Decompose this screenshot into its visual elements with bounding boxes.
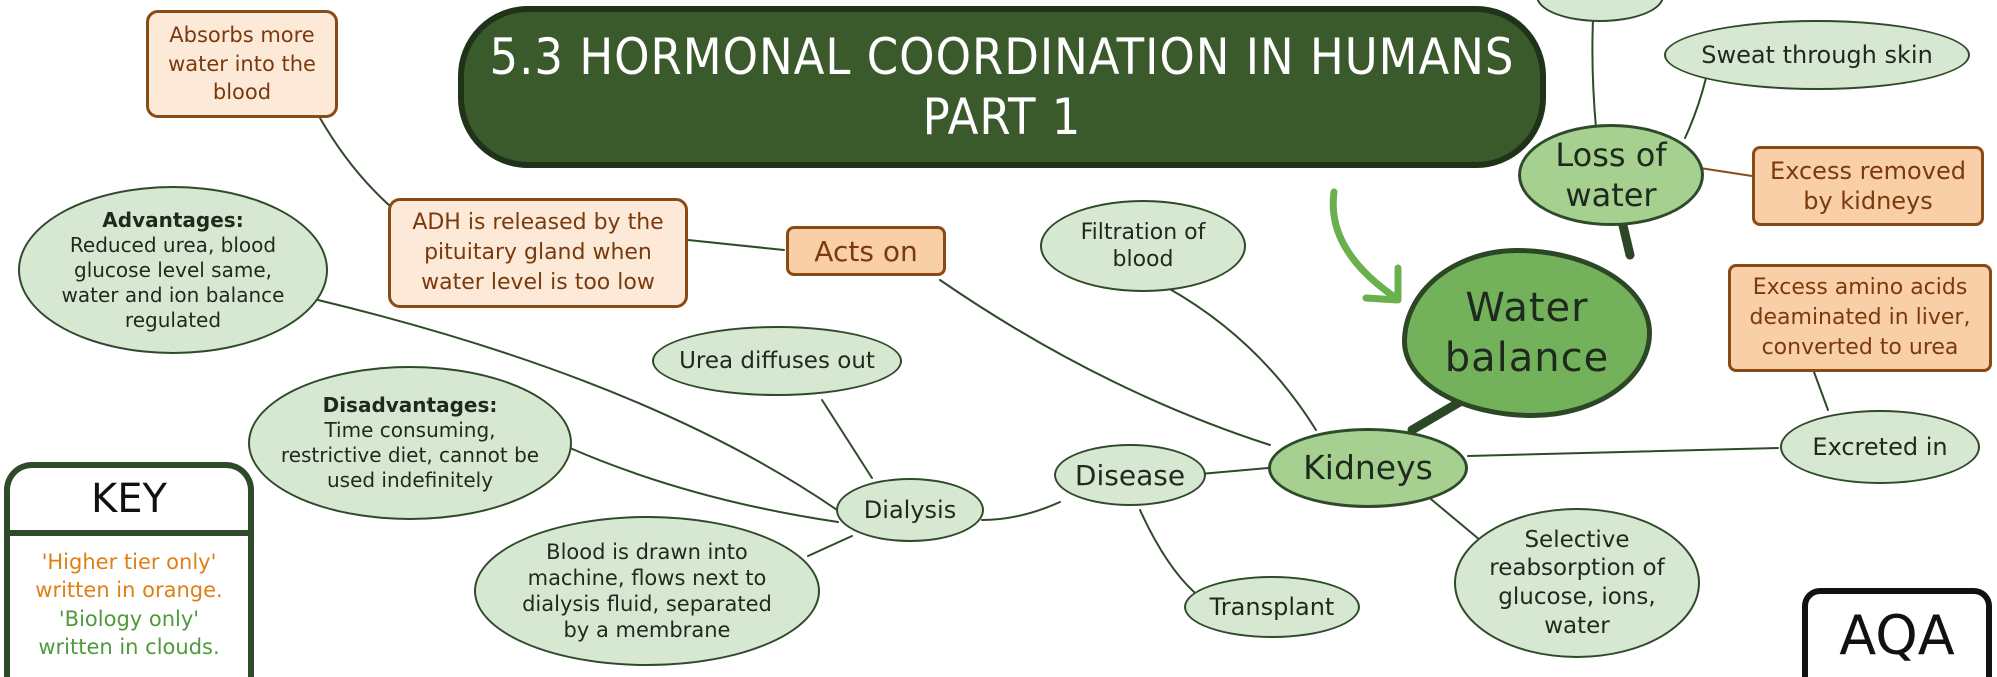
adh-box: ADH is released by the pituitary gland w… xyxy=(388,198,688,308)
key-legend: KEY 'Higher tier only' written in orange… xyxy=(4,462,254,677)
absorbs-line-1: Absorbs more xyxy=(169,23,315,48)
adh-line-3: water level is too low xyxy=(421,269,655,295)
disease-label: Disease xyxy=(1074,458,1186,492)
adh-line-1: ADH is released by the xyxy=(412,210,664,236)
selective-line-4: water xyxy=(1544,612,1610,639)
filtration-line-2: blood xyxy=(1112,247,1174,272)
loss-of-water-line-2: water xyxy=(1565,176,1657,214)
blood-drawn-cloud: Blood is drawn into machine, flows next … xyxy=(474,516,820,666)
sweat-cloud: Sweat through skin xyxy=(1664,20,1970,90)
transplant-label: Transplant xyxy=(1209,593,1335,621)
selective-reabsorption-cloud: Selective reabsorption of glucose, ions,… xyxy=(1454,508,1700,658)
water-balance-line-1: Water xyxy=(1465,285,1589,331)
water-balance-cloud: Water balance xyxy=(1402,248,1652,418)
selective-line-1: Selective xyxy=(1524,526,1630,553)
advantages-line-2: glucose level same, xyxy=(74,257,272,282)
key-green-line-2: written in clouds. xyxy=(38,635,220,660)
water-balance-line-2: balance xyxy=(1444,335,1610,381)
urea-diffuses-label: Urea diffuses out xyxy=(679,347,875,374)
absorbs-line-2: water into the xyxy=(168,51,316,76)
advantages-line-3: water and ion balance xyxy=(61,282,285,307)
loss-of-water-line-1: Loss of xyxy=(1555,136,1667,174)
urea-diffuses-cloud: Urea diffuses out xyxy=(652,326,902,396)
blood-drawn-line-2: machine, flows next to xyxy=(527,565,767,590)
blood-drawn-line-1: Blood is drawn into xyxy=(546,539,748,564)
key-green-line-1: 'Biology only' xyxy=(58,606,200,631)
filtration-line-1: Filtration of xyxy=(1080,219,1206,245)
kidneys-label: Kidneys xyxy=(1303,448,1433,488)
excess-amino-box: Excess amino acids deaminated in liver, … xyxy=(1728,264,1992,372)
title-line-2: PART 1 xyxy=(922,88,1082,146)
disadvantages-line-2: restrictive diet, cannot be xyxy=(280,443,540,467)
excess-removed-line-1: Excess removed xyxy=(1770,157,1966,185)
excess-amino-line-3: converted to urea xyxy=(1761,334,1959,360)
excreted-in-label: Excreted in xyxy=(1812,433,1948,461)
adh-line-2: pituitary gland when xyxy=(424,240,652,266)
disadvantages-line-3: used indefinitely xyxy=(326,468,494,492)
disease-cloud: Disease xyxy=(1054,444,1206,506)
page-title: 5.3 HORMONAL COORDINATION IN HUMANS PART… xyxy=(458,6,1546,168)
kidneys-cloud: Kidneys xyxy=(1268,428,1468,508)
selective-line-2: reabsorption of xyxy=(1489,555,1665,582)
selective-line-3: glucose, ions, xyxy=(1498,584,1656,610)
advantages-heading: Advantages: xyxy=(102,207,244,232)
key-orange-line-2: written in orange. xyxy=(35,578,223,603)
excreted-in-cloud: Excreted in xyxy=(1780,410,1980,484)
advantages-line-1: Reduced urea, blood xyxy=(69,232,277,257)
filtration-cloud: Filtration of blood xyxy=(1040,200,1246,292)
disadvantages-cloud: Disadvantages: Time consuming, restricti… xyxy=(248,366,572,520)
absorbs-box: Absorbs more water into the blood xyxy=(146,10,338,118)
key-title: KEY xyxy=(10,468,248,536)
key-orange-line-1: 'Higher tier only' xyxy=(41,550,217,574)
title-line-1: 5.3 HORMONAL COORDINATION IN HUMANS xyxy=(489,28,1515,86)
excess-amino-line-2: deaminated in liver, xyxy=(1749,305,1971,331)
disadvantages-line-1: Time consuming, xyxy=(324,418,496,442)
green-arrow xyxy=(1329,188,1402,304)
absorbs-line-3: blood xyxy=(212,80,272,105)
excess-amino-line-1: Excess amino acids xyxy=(1752,275,1968,301)
blood-drawn-line-4: by a membrane xyxy=(563,618,731,643)
excess-removed-box: Excess removed by kidneys xyxy=(1752,146,1984,226)
acts-on-box: Acts on xyxy=(786,226,946,276)
dialysis-label: Dialysis xyxy=(863,496,957,524)
loss-of-water-cloud: Loss of water xyxy=(1518,124,1704,226)
excess-removed-line-2: by kidneys xyxy=(1803,187,1933,215)
blood-drawn-line-3: dialysis fluid, separated xyxy=(522,592,772,616)
advantages-cloud: Advantages: Reduced urea, blood glucose … xyxy=(18,186,328,354)
disadvantages-heading: Disadvantages: xyxy=(322,393,498,417)
sweat-label: Sweat through skin xyxy=(1701,41,1933,69)
transplant-cloud: Transplant xyxy=(1184,576,1360,638)
advantages-line-4: regulated xyxy=(124,307,222,332)
aqa-badge: AQA xyxy=(1802,588,1992,677)
dialysis-cloud: Dialysis xyxy=(836,478,984,542)
acts-on-label: Acts on xyxy=(814,234,918,268)
